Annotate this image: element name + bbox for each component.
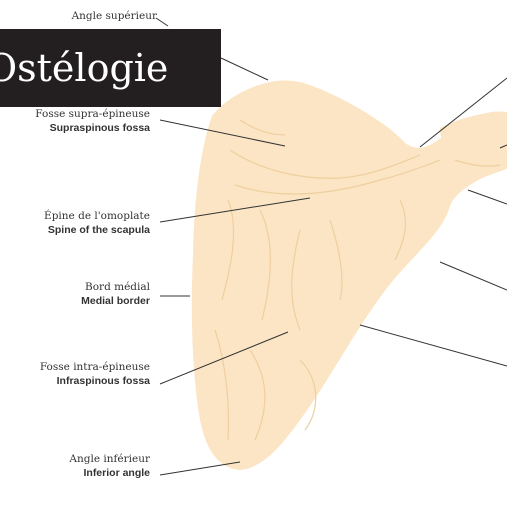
label-supraspinous-fossa: Fosse supra-épineuse Supraspinous fossa [35,107,150,135]
label-spine-of-scapula: Épine de l'omoplate Spine of the scapula [44,209,150,237]
leader-right-4 [440,262,507,290]
label-superior-angle: Angle supérieur [72,9,157,23]
label-inferior-angle: Angle inférieur Inferior angle [69,452,150,480]
label-medial-border: Bord médial Medial border [81,280,150,308]
label-en: Infraspinous fossa [40,374,150,388]
label-fr: Angle inférieur [69,452,150,466]
page-title: Ostélogie [0,29,168,107]
label-fr: Épine de l'omoplate [44,209,150,223]
label-fr: Fosse intra-épineuse [40,360,150,374]
label-infraspinous-fossa: Fosse intra-épineuse Infraspinous fossa [40,360,150,388]
leader-inferior-angle [160,462,240,475]
label-fr: Fosse supra-épineuse [35,107,150,121]
label-en: Inferior angle [69,466,150,480]
label-en: Spine of the scapula [44,223,150,237]
title-banner: Ostélogie [0,29,221,107]
leader-superior-angle-2 [221,58,268,80]
label-en: Supraspinous fossa [35,121,150,135]
leader-right-5 [360,325,507,366]
label-fr: Bord médial [81,280,150,294]
label-en: Medial border [81,294,150,308]
leader-right-3 [468,190,507,204]
label-fr: Angle supérieur [72,9,157,23]
leader-superior-angle [156,18,168,26]
